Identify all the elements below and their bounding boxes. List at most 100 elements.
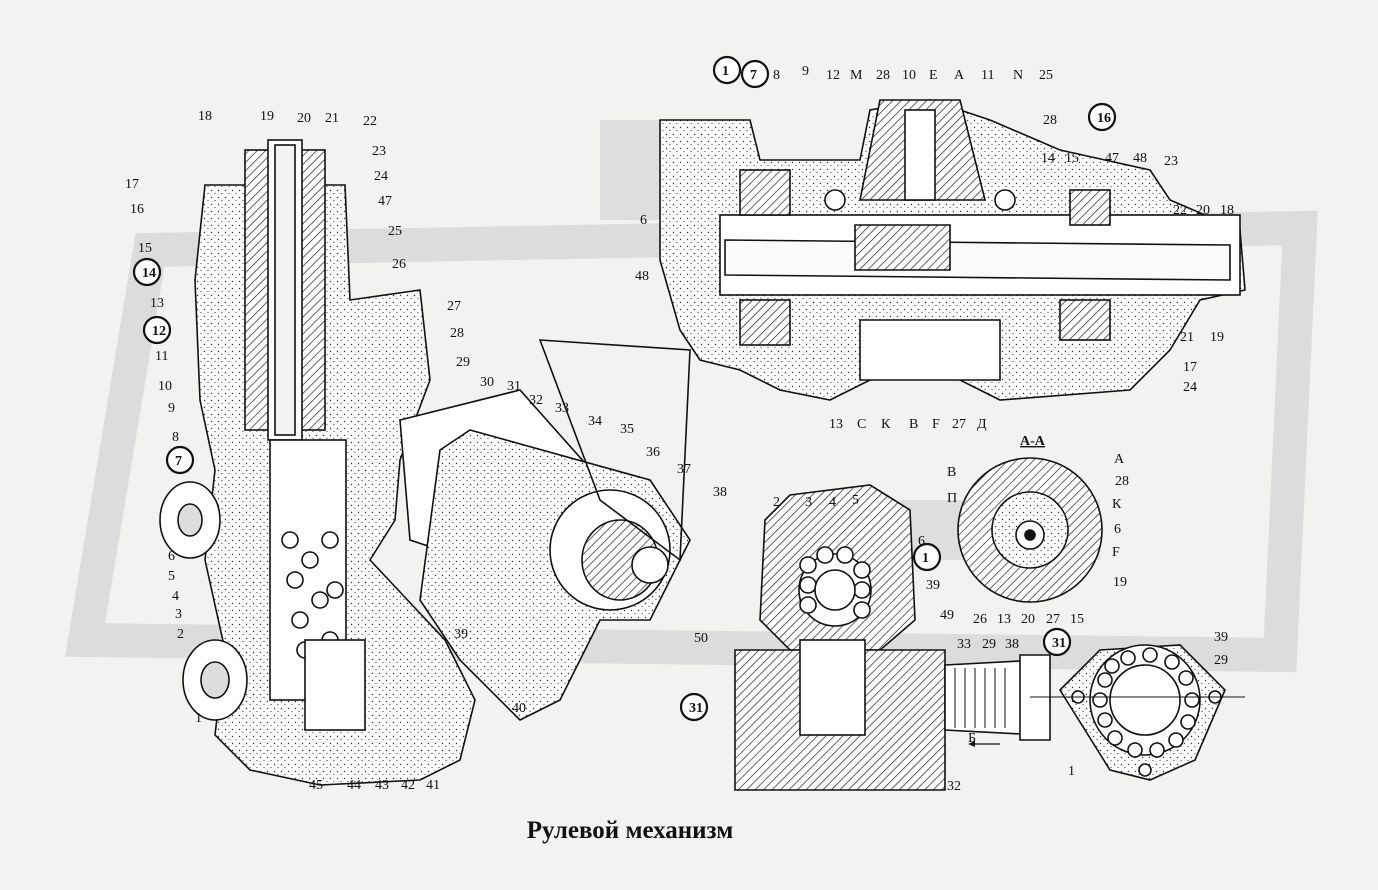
callout-label: 37 — [677, 462, 691, 477]
callout-label: F — [932, 417, 940, 432]
callout-label: 1 — [922, 551, 929, 566]
callout-label: 20 — [297, 111, 311, 126]
callout-label: 48 — [1133, 151, 1147, 166]
callout-label: 16 — [1097, 111, 1111, 126]
callout-circle — [712, 55, 742, 85]
callout-label: К — [881, 417, 891, 432]
callout-label: 24 — [374, 169, 388, 184]
callout-label: 15 — [1065, 151, 1079, 166]
callout-label: 13 — [997, 612, 1011, 627]
callout-label: 12 — [826, 68, 840, 83]
callout-label: А — [1114, 452, 1125, 467]
callout-label: 11 — [155, 349, 168, 364]
callout-label: 2 — [773, 495, 780, 510]
callout-label: 14 — [1041, 151, 1055, 166]
callout-label: 32 — [529, 393, 543, 408]
arrow-label: Б — [968, 731, 976, 746]
callout-label: К — [1112, 497, 1122, 512]
callout-label: 50 — [694, 631, 708, 646]
callout-label: 33 — [555, 401, 569, 416]
callout-label: 28 — [1043, 113, 1057, 128]
callout-label: Е — [929, 68, 938, 83]
callout-label: 18 — [198, 109, 212, 124]
callout-label: 23 — [372, 144, 386, 159]
callout-label: 27 — [1046, 612, 1060, 627]
callout-label: 31 — [689, 701, 703, 716]
callout-label: 28 — [450, 326, 464, 341]
callout-label: 17 — [1183, 360, 1197, 375]
callout-label: 15 — [1070, 612, 1084, 627]
callout-label: 45 — [309, 778, 323, 793]
callout-label: N — [1013, 68, 1023, 83]
left-vertical-view — [159, 139, 691, 786]
callout-label: 31 — [507, 379, 521, 394]
callout-circle — [912, 542, 942, 572]
callout-label: 8 — [172, 430, 179, 445]
callout-label: 39 — [454, 627, 468, 642]
callout-label: 10 — [902, 68, 916, 83]
callout-label: 5 — [168, 569, 175, 584]
callout-label: 18 — [1220, 203, 1234, 218]
callout-label: 41 — [426, 778, 440, 793]
callout-label: В — [909, 417, 918, 432]
callout-label: 21 — [325, 111, 339, 126]
bottom-view — [734, 484, 1051, 791]
callout-label: 1 — [195, 711, 202, 726]
callout-label: А — [954, 68, 965, 83]
callout-label: 47 — [1105, 151, 1119, 166]
callout-label: 26 — [973, 612, 987, 627]
callout-label: П — [947, 491, 957, 506]
callout-label: 2 — [177, 627, 184, 642]
callout-label: 49 — [940, 608, 954, 623]
callout-label: 14 — [142, 266, 156, 281]
callout-label: 13 — [829, 417, 843, 432]
callout-label: 43 — [375, 778, 389, 793]
callout-label: 7 — [750, 68, 757, 83]
callout-label: 32 — [947, 779, 961, 794]
callout-label: 35 — [620, 422, 634, 437]
callout-label: 22 — [363, 114, 377, 129]
callout-label: 42 — [401, 778, 415, 793]
callout-circle — [679, 692, 709, 722]
callout-label: 27 — [952, 417, 966, 432]
callout-label: 6 — [640, 213, 647, 228]
callout-label: 20 — [1196, 203, 1210, 218]
callout-label: 29 — [456, 355, 470, 370]
callout-label: 4 — [829, 495, 836, 510]
callout-label: 1 — [722, 64, 729, 79]
callout-label: 6 — [1114, 522, 1121, 537]
callout-label: 40 — [512, 701, 526, 716]
arrow-head — [968, 741, 975, 747]
callout-label: 29 — [1214, 653, 1228, 668]
callout-label: 3 — [805, 495, 812, 510]
callout-label: М — [850, 68, 863, 83]
callout-label: 23 — [1164, 154, 1178, 169]
callout-label: 28 — [876, 68, 890, 83]
callout-label: 6 — [918, 534, 925, 549]
section-aa-view — [957, 457, 1103, 603]
callout-label: F — [1112, 545, 1120, 560]
section-aa-label: А-А — [1020, 434, 1046, 449]
callout-label: 29 — [982, 637, 996, 652]
callout-circle — [740, 59, 770, 89]
callout-label: 12 — [152, 324, 166, 339]
callout-label: 27 — [447, 299, 461, 314]
callout-label: 48 — [635, 269, 649, 284]
callout-label: 11 — [981, 68, 994, 83]
callout-label: 10 — [158, 379, 172, 394]
callout-label: 39 — [1214, 630, 1228, 645]
callout-label: 28 — [1115, 474, 1129, 489]
callout-circle — [1042, 627, 1072, 657]
callout-label: С — [857, 417, 866, 432]
callout-label: Д — [977, 417, 987, 432]
callout-label: 17 — [125, 177, 139, 192]
callout-label: 1 — [1068, 764, 1075, 779]
callout-label: 13 — [150, 296, 164, 311]
right-flange-view — [1030, 644, 1245, 781]
callout-label: 44 — [347, 778, 361, 793]
callout-label: В — [947, 465, 956, 480]
callout-label: 19 — [260, 109, 274, 124]
callout-circle — [1087, 102, 1117, 132]
callout-label: 30 — [480, 375, 494, 390]
